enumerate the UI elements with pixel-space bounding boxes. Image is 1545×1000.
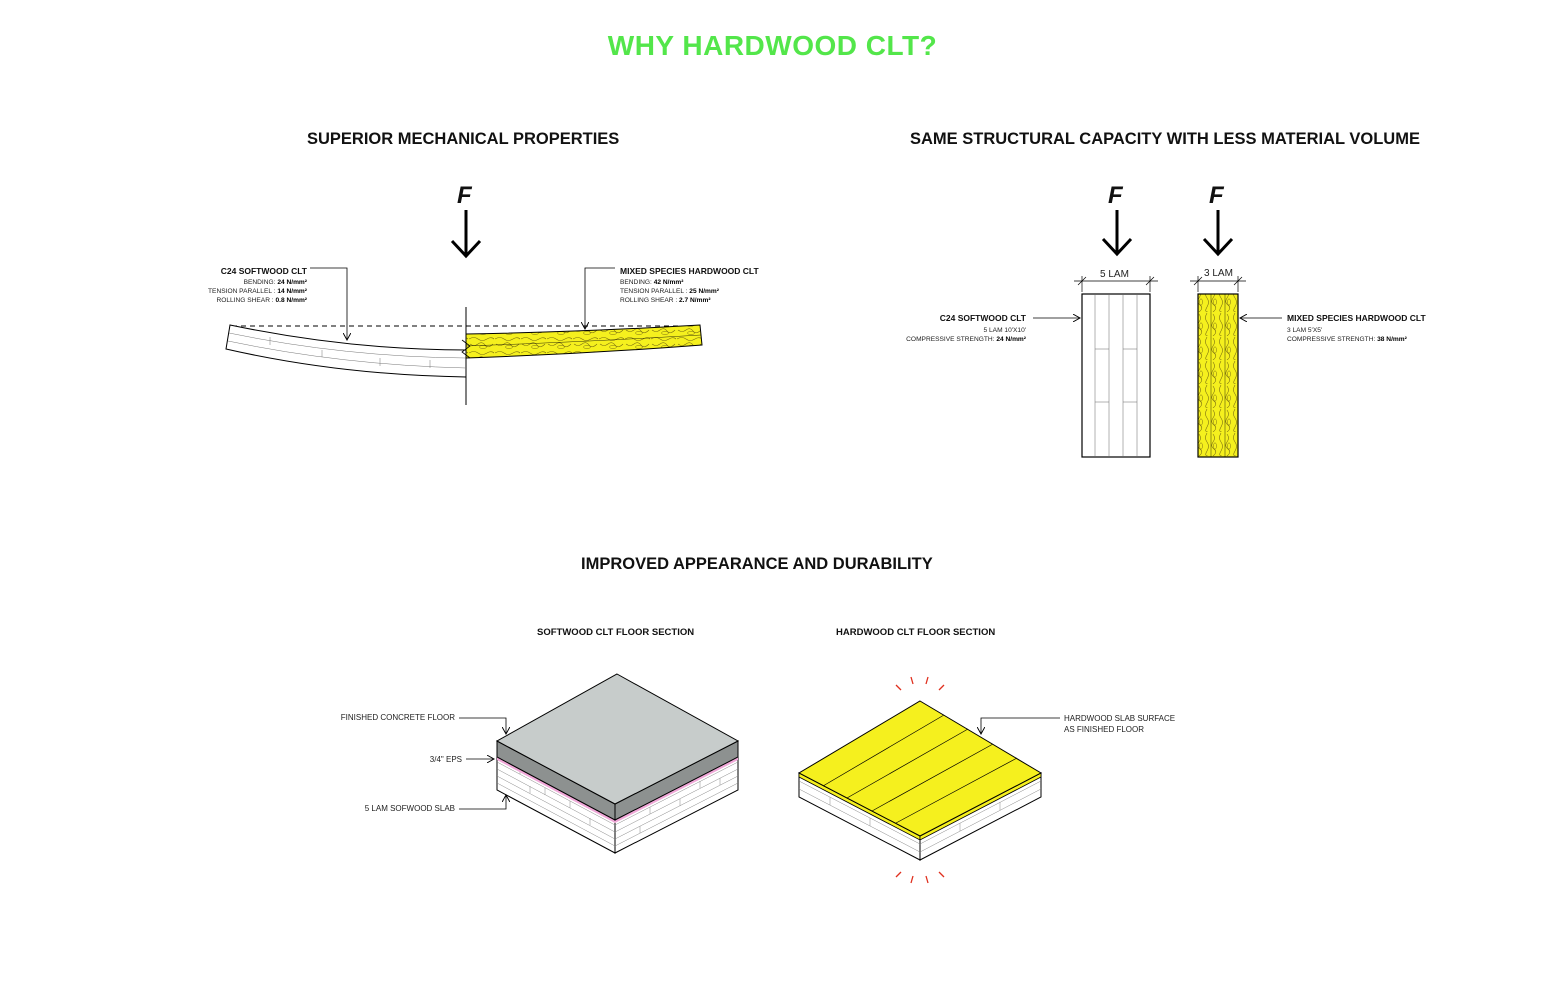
softwood-clt-block: C24 SOFTWOOD CLT BENDING: 24 N/mm² TENSI…	[170, 266, 307, 305]
softwood-floor-block	[495, 673, 740, 854]
softwood-prop-shear: ROLLING SHEAR : 0.8 N/mm²	[216, 297, 307, 304]
appearance-heading: IMPROVED APPEARANCE AND DURABILITY	[581, 555, 933, 573]
concrete-leader	[459, 717, 506, 734]
dim-label-5-lam: 5 LAM	[1100, 269, 1129, 280]
sparkle-top-icon	[895, 676, 945, 691]
hardwood-prop-bending: BENDING: 42 N/mm²	[620, 279, 684, 286]
capacity-heading: SAME STRUCTURAL CAPACITY WITH LESS MATER…	[910, 130, 1420, 148]
hardwood-floor-block	[797, 700, 1043, 861]
hardwood-column-spec: 3 LAM 5'X5'	[1287, 327, 1323, 334]
force-label-mechanical: F	[457, 182, 472, 209]
softwood-prop-bending: BENDING: 24 N/mm²	[243, 279, 307, 286]
dim-line-right	[1190, 276, 1246, 292]
softwood-beam	[225, 324, 467, 378]
hardwood-floor-section-title: HARDWOOD CLT FLOOR SECTION	[836, 627, 996, 638]
sparkle-bottom-icon	[895, 871, 945, 884]
softwood-floor-section-title: SOFTWOOD CLT FLOOR SECTION	[537, 627, 695, 638]
softwood-column-name: C24 SOFTWOOD CLT	[939, 313, 1026, 323]
hardwood-column-name: MIXED SPECIES HARDWOOD CLT	[1287, 313, 1426, 323]
slab-leader	[459, 795, 506, 810]
softwood-slab-label: 5 LAM SOFWOOD SLAB	[364, 804, 455, 813]
hardwood-prop-tension: TENSION PARALLEL : 25 N/mm²	[620, 288, 719, 295]
hardwood-beam	[465, 324, 703, 359]
force-arrow-right	[1202, 210, 1234, 257]
hardwood-column-block: MIXED SPECIES HARDWOOD CLT 3 LAM 5'X5' C…	[1287, 313, 1426, 344]
dim-label-3-lam: 3 LAM	[1204, 268, 1233, 279]
hardwood-clt-block: MIXED SPECIES HARDWOOD CLT BENDING: 42 N…	[620, 266, 759, 305]
force-label-left: F	[1108, 182, 1123, 209]
mechanical-heading: SUPERIOR MECHANICAL PROPERTIES	[307, 130, 620, 148]
softwood-column-strength: COMPRESSIVE STRENGTH: 24 N/mm²	[906, 336, 1026, 343]
force-label-right: F	[1209, 182, 1224, 209]
eps-label: 3/4" EPS	[429, 755, 462, 764]
softwood-column	[1081, 293, 1151, 458]
force-arrow-left	[1101, 210, 1133, 257]
hardwood-surface-label: HARDWOOD SLAB SURFACE AS FINISHED FLOOR	[1064, 713, 1175, 735]
concrete-floor-label: FINISHED CONCRETE FLOOR	[340, 713, 455, 722]
hardwood-surface-label-line1: HARDWOOD SLAB SURFACE	[1064, 714, 1176, 723]
softwood-column-block: C24 SOFTWOOD CLT 5 LAM 10'X10' COMPRESSI…	[860, 313, 1026, 344]
hardwood-leader	[585, 267, 615, 329]
hardwood-column	[1197, 293, 1239, 458]
softwood-prop-tension: TENSION PARALLEL : 14 N/mm²	[208, 288, 307, 295]
softwood-clt-name: C24 SOFTWOOD CLT	[220, 266, 307, 276]
softwood-column-spec: 5 LAM 10'X10'	[983, 327, 1026, 334]
hardwood-surface-leader	[981, 717, 1060, 734]
hardwood-surface-label-line2: AS FINISHED FLOOR	[1064, 725, 1145, 734]
dim-line-left	[1074, 276, 1158, 292]
softwood-leader	[310, 267, 347, 340]
page-title: WHY HARDWOOD CLT?	[607, 30, 938, 61]
hardwood-clt-name: MIXED SPECIES HARDWOOD CLT	[620, 266, 759, 276]
hardwood-column-strength: COMPRESSIVE STRENGTH: 38 N/mm²	[1287, 336, 1407, 343]
force-arrow-mechanical	[450, 210, 482, 259]
hardwood-prop-shear: ROLLING SHEAR : 2.7 N/mm²	[620, 297, 711, 304]
